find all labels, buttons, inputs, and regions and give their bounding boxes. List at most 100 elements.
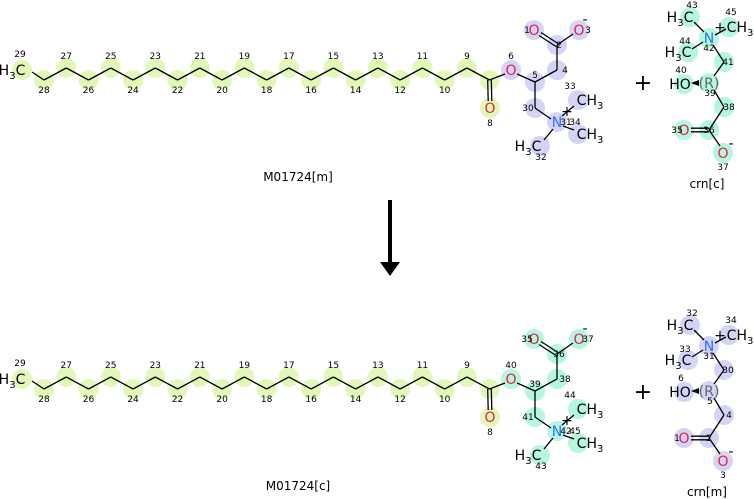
bond — [489, 382, 506, 390]
atom-number: 30 — [522, 104, 534, 114]
stereo-label: (R) — [699, 76, 720, 92]
atom-number: 1 — [674, 434, 680, 444]
atom-highlight — [524, 20, 544, 40]
bond — [377, 67, 401, 81]
methyl-group: CH3 — [577, 127, 604, 146]
double-bond — [490, 79, 493, 101]
atom-number: 9 — [464, 361, 470, 371]
atom-number: 9 — [464, 52, 470, 62]
atom-number: 10 — [439, 395, 451, 405]
atom-highlight — [699, 28, 719, 48]
atom-number: 24 — [127, 395, 139, 405]
oxygen-atom: O — [717, 454, 728, 470]
atom-highlight — [501, 60, 521, 80]
atom-number: 31 — [560, 118, 571, 128]
atom-number: 39 — [704, 89, 716, 99]
bond — [561, 105, 575, 117]
methyl-group: H3C — [667, 318, 694, 337]
atom-number: 16 — [305, 86, 317, 96]
atom-highlight — [12, 60, 32, 80]
bond — [713, 61, 725, 77]
charge-sign: + — [561, 413, 573, 429]
atom-highlight — [568, 90, 588, 110]
atom-number: 42 — [703, 44, 714, 54]
atom-highlight — [569, 20, 589, 40]
bond — [65, 67, 89, 81]
nitrogen-atom: N — [704, 339, 714, 355]
atom-highlight — [680, 7, 700, 27]
bond — [221, 67, 245, 81]
atom-number: 38 — [559, 375, 571, 385]
atom-number: 1 — [524, 26, 530, 36]
bond — [516, 382, 536, 392]
methyl-group: CH3 — [727, 20, 754, 39]
charge-sign: + — [561, 104, 573, 120]
atom-number: 19 — [239, 361, 251, 371]
bond — [543, 437, 554, 450]
atom-number: 27 — [61, 361, 72, 371]
bond — [691, 349, 704, 358]
atom-number: 45 — [725, 8, 736, 18]
bond — [199, 376, 223, 390]
bond — [543, 128, 554, 141]
bond — [310, 67, 334, 81]
atom-number: 2 — [706, 434, 712, 444]
atom-number: 26 — [83, 395, 95, 405]
atom-highlight — [713, 143, 733, 163]
atom-highlight — [678, 350, 698, 370]
methyl-group: CH3 — [577, 402, 604, 421]
oxygen-atom: O — [573, 23, 584, 39]
bond — [562, 434, 575, 440]
reactant-1-name: M01724[m] — [263, 170, 333, 184]
bond — [244, 376, 267, 390]
bond — [713, 397, 725, 416]
atom-number: 19 — [239, 52, 251, 62]
double-bond — [540, 340, 559, 354]
bond — [244, 67, 267, 81]
atom-number: 14 — [350, 395, 362, 405]
bond — [221, 376, 245, 390]
bond — [693, 329, 705, 341]
bond — [288, 376, 312, 390]
atom-highlight — [524, 329, 544, 349]
atom-highlight — [530, 136, 550, 156]
methyl-group: CH3 — [577, 93, 604, 112]
double-bond — [487, 389, 489, 411]
atom-number: 43 — [686, 1, 697, 11]
atom-number: 15 — [328, 52, 339, 62]
bond — [516, 73, 536, 83]
atom-number: 32 — [686, 309, 697, 319]
oxygen-atom: O — [505, 372, 516, 388]
atom-number: 23 — [150, 52, 161, 62]
bond — [43, 67, 67, 81]
atom-highlight — [674, 428, 694, 448]
atom-number: 12 — [394, 86, 405, 96]
atom-number: 13 — [372, 361, 383, 371]
oxygen-atom: O — [528, 23, 539, 39]
bond — [355, 67, 379, 81]
bond — [489, 73, 506, 81]
bond — [355, 376, 379, 390]
oxygen-atom: O — [573, 332, 584, 348]
atom-number: 17 — [283, 361, 294, 371]
bond — [561, 414, 575, 426]
atom-number: 5 — [532, 71, 538, 81]
charge-sign: - — [582, 12, 587, 28]
atom-number: 4 — [726, 411, 732, 421]
bond — [712, 44, 725, 63]
oxygen-atom: O — [505, 63, 516, 79]
atom-highlight — [719, 325, 739, 345]
bond — [714, 336, 727, 344]
hydroxyl-group: HO — [669, 385, 691, 401]
atom-number: 13 — [372, 52, 383, 62]
atom-number: 23 — [150, 361, 161, 371]
methyl-group: H3C — [665, 45, 692, 64]
bond — [708, 437, 721, 455]
atom-highlight — [713, 451, 733, 471]
bond — [177, 67, 201, 81]
bond — [422, 67, 445, 81]
bond — [556, 33, 574, 46]
atom-number: 44 — [564, 391, 576, 401]
charge-sign: + — [714, 20, 726, 36]
